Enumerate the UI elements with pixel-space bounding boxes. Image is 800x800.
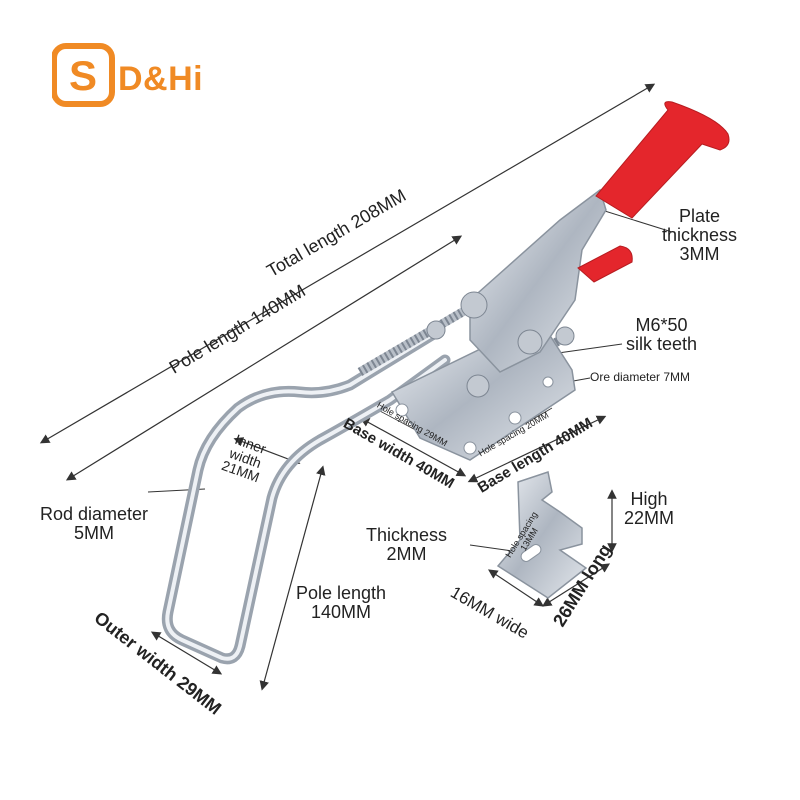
long-26-line xyxy=(541,563,611,607)
ore-diameter-label: Ore diameter 7MM xyxy=(590,370,691,384)
base-length-line xyxy=(467,415,607,483)
inner-width-line xyxy=(233,437,301,465)
hook-plate xyxy=(496,471,588,599)
thickness-label: Thickness 2MM xyxy=(366,525,448,564)
nut-2 xyxy=(426,320,446,340)
nut-3 xyxy=(517,329,543,355)
pole-length-vertical-label: Pole length 140MM xyxy=(296,583,387,622)
nut-4 xyxy=(555,326,575,346)
nut-5 xyxy=(466,374,490,398)
lever-body xyxy=(469,188,607,373)
base-hole-2 xyxy=(463,441,477,455)
red-handle xyxy=(595,101,730,219)
outer-width-line xyxy=(150,631,223,675)
high-label: High 22MM xyxy=(624,489,675,528)
base-hole-4 xyxy=(542,376,554,388)
base-hole-1 xyxy=(395,403,409,417)
rod-diameter-label: Rod diameter 5MM xyxy=(40,504,149,543)
pole-length-vertical-line xyxy=(259,465,326,691)
red-release-tab xyxy=(577,245,633,283)
plate-thickness-label: Plate thickness 3MM xyxy=(662,206,738,264)
base-width-line xyxy=(359,417,467,477)
pole-length-dimension-line xyxy=(65,235,463,481)
base-hole-3 xyxy=(508,411,522,425)
wide-16-line xyxy=(488,569,544,607)
m6-label: M6*50 silk teeth xyxy=(626,315,698,354)
nut-1 xyxy=(460,291,488,319)
